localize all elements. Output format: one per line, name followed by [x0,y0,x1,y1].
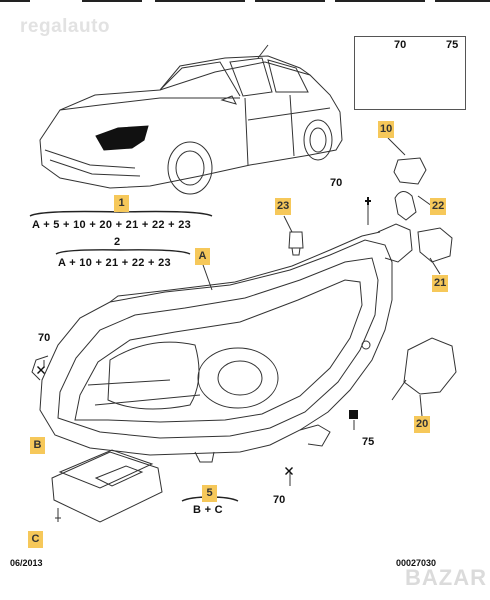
formula-2: A + 10 + 21 + 22 + 23 [58,257,171,269]
bulb-22 [394,191,417,221]
car-side-windows [229,57,309,97]
car-windshield [159,61,241,97]
leader-22 [417,195,433,207]
highlighted-headlamp-on-car [95,125,149,151]
car-rear-wheel-hub [309,127,327,153]
callout-20: 20 [414,416,431,433]
rear-cap-socket [377,223,413,263]
ref-70-bottom: 70 [273,494,286,506]
callout-b: B [30,437,45,454]
screw-c [55,508,61,522]
top-rule [0,0,30,2]
reflector-bowl [107,341,200,410]
callout-21: 21 [432,275,449,292]
leader-10 [387,137,406,156]
fastener-marker-top [365,197,371,205]
headlamp-lens-inner [74,279,363,423]
top-rule [435,0,490,2]
leader-a [201,261,213,291]
top-rule [82,0,142,2]
formula-1: A + 5 + 10 + 20 + 21 + 22 + 23 [32,219,192,231]
ballast-connector [94,465,144,487]
fastener-marker-left [37,366,45,374]
inset-parts-box [354,36,466,110]
callout-1: 1 [114,195,129,212]
headlamp-housing [39,239,393,456]
top-rule [155,0,245,2]
car-mirror [220,95,237,105]
car-rear-wheel [303,119,333,161]
callout-22: 22 [430,198,447,215]
fastener-marker-75 [349,410,358,419]
car-grille [44,149,141,177]
car-front-wheel [167,141,213,195]
callout-c: C [28,531,43,548]
footer-reference: 00027030 [396,558,437,568]
bulb-holder-10 [393,157,427,185]
car-hood [59,97,240,111]
reflector-line-2 [87,379,171,386]
marketplace-watermark: BAZAR [405,565,487,590]
headlamp-lens-outline [57,257,379,439]
projector-lens-outer [197,347,279,409]
callout-a: A [195,248,210,265]
car-antenna [257,44,269,59]
top-rule [255,0,325,2]
callout-10: 10 [378,121,395,138]
callout-5: 5 [202,485,217,502]
ref-75-bottom: 75 [362,436,375,448]
inset-label-75: 75 [446,39,459,51]
bulb-23 [288,231,304,256]
reflector-line-1 [94,394,201,406]
top-rule [335,0,425,2]
leader-23 [283,215,293,233]
adjuster-screw [361,340,371,350]
bulb-21 [417,227,453,263]
xenon-bulb-20 [403,337,457,395]
ballast-module [51,451,163,523]
car-roof [159,55,311,91]
footer-date: 06/2013 [10,558,43,568]
ref-70-top: 70 [330,177,343,189]
mounting-tab-bottom [299,424,331,447]
xenon-bulb-20-tube [391,379,407,401]
formula-rule-1 [29,210,213,217]
watermark-text: regalauto [20,16,111,37]
projector-lens-inner [217,360,263,396]
callout-2: 2 [114,236,121,248]
callout-23: 23 [275,198,292,215]
ballast-module-top [58,449,154,489]
leader-20 [419,394,423,417]
leader-21 [429,257,441,275]
mounting-tab-left [31,355,49,381]
ref-70-left: 70 [38,332,51,344]
car-front-wheel-hub [175,150,205,186]
mounting-tab-lower-left [194,451,215,463]
inset-label-70: 70 [394,39,407,51]
formula-5: B + C [193,504,223,516]
car-body-outline [39,61,343,189]
formula-rule-2 [55,249,191,255]
fastener-marker-bottom [285,467,293,475]
car-door-lines [244,94,331,166]
headlamp-top-flange [109,231,381,303]
